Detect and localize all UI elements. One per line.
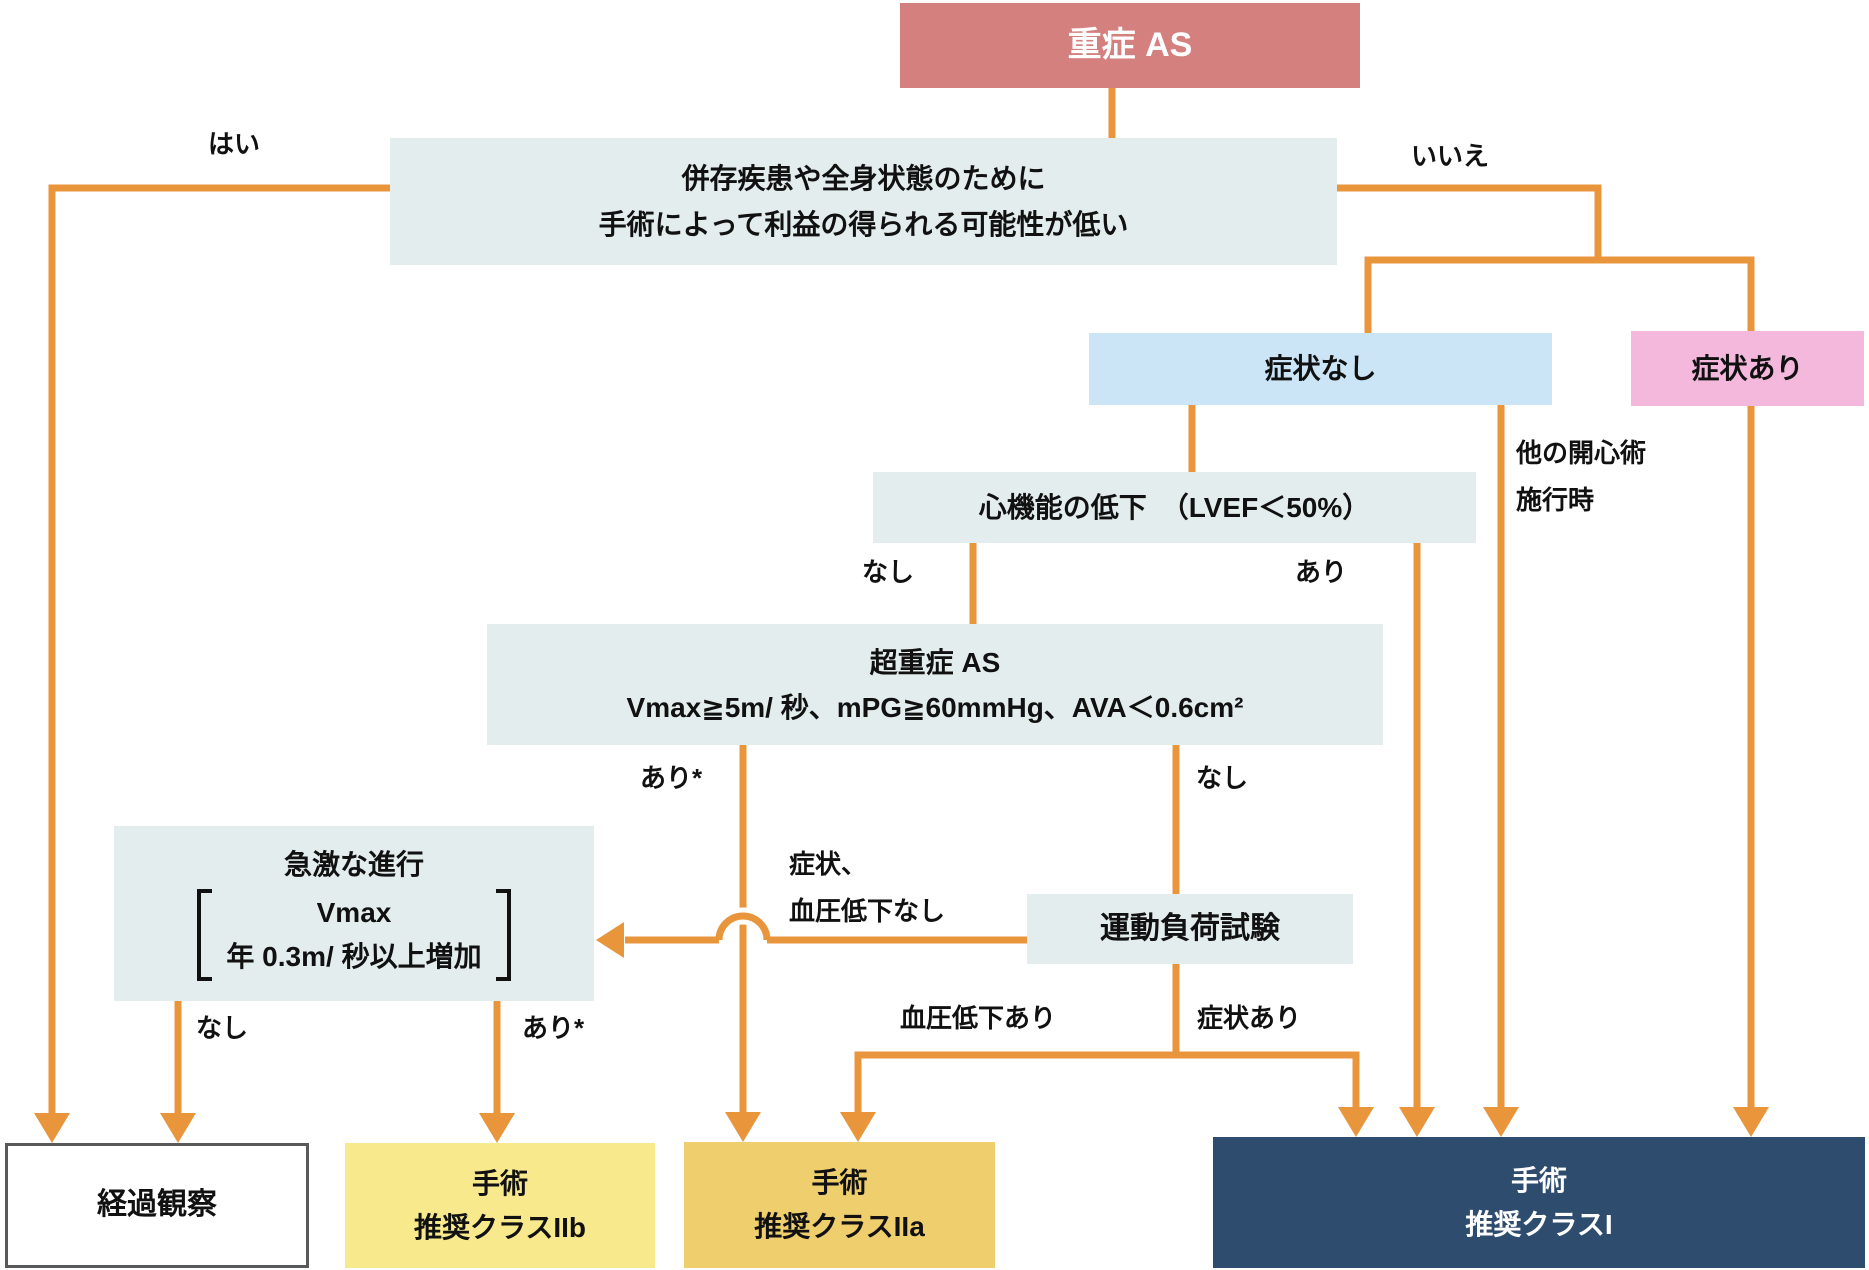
node-rapid-progression-bracket-line1: Vmax: [316, 897, 392, 929]
node-rapid-progression-title: 急激な進行: [283, 848, 424, 880]
node-class-iia-line1: 手術: [811, 1167, 868, 1198]
node-lv-dysfunction-label: 心機能の低下 （LVEF＜50%）: [978, 491, 1371, 523]
node-class-iia: 手術 推奨クラスIIa: [684, 1142, 995, 1268]
node-symptomatic-label: 症状あり: [1691, 352, 1804, 384]
edge-label-yes: はい: [207, 129, 261, 159]
arrowhead-classiia-left: [725, 1112, 761, 1142]
arrowhead-classiia-right: [840, 1112, 876, 1142]
edge-label-other-surgery-line1: 他の開心術: [1516, 438, 1647, 468]
node-class-iib-line2: 推奨クラスIIb: [413, 1211, 587, 1243]
arrowhead-classiib: [479, 1113, 515, 1143]
node-very-severe-as-line1: 超重症 AS: [869, 646, 1001, 678]
edge-label-exercise-negative: 症状、 血圧低下なし: [789, 841, 945, 935]
edge-yes-to-observation: [48, 184, 390, 1116]
node-rapid-progression-bracket-line2: 年 0.3m/ 秒以上増加: [226, 941, 482, 973]
node-comorbidity-line1: 併存疾患や全身状態のために: [681, 162, 1046, 194]
edge-label-exercise-negative-line1: 症状、: [789, 849, 868, 879]
node-lv-dysfunction: 心機能の低下 （LVEF＜50%）: [873, 472, 1476, 543]
edge-label-vsas-yes: あり*: [640, 763, 703, 793]
bracket-content: Vmax 年 0.3m/ 秒以上増加: [220, 889, 487, 981]
node-asymptomatic-label: 症状なし: [1264, 353, 1377, 385]
node-observation-label: 経過観察: [97, 1188, 217, 1222]
line-hop-arc: [715, 912, 771, 941]
arrowhead-observation-right: [160, 1113, 196, 1143]
edge-label-exercise-negative-line2: 血圧低下なし: [789, 896, 946, 926]
node-severe-as: 重症 AS: [900, 3, 1360, 88]
edge-label-rapid-no: なし: [196, 1013, 249, 1043]
node-observation: 経過観察: [5, 1143, 309, 1268]
node-symptomatic: 症状あり: [1631, 331, 1864, 406]
node-very-severe-as: 超重症 AS Vmax≧5m/ 秒、mPG≧60mmHg、AVA＜0.6cm²: [487, 624, 1383, 745]
node-very-severe-as-line2: Vmax≧5m/ 秒、mPG≧60mmHg、AVA＜0.6cm²: [626, 691, 1244, 723]
edge-label-vsas-no: なし: [1196, 763, 1249, 793]
edge-label-rapid-yes: あり*: [522, 1013, 585, 1043]
left-bracket: [197, 889, 213, 982]
node-class-iib-line1: 手術: [471, 1167, 528, 1199]
arrowhead-classi-1: [1338, 1107, 1374, 1137]
node-class-iib: 手術 推奨クラスIIb: [345, 1143, 655, 1268]
edge-exercise-split: [854, 964, 1360, 1114]
node-class-i-line1: 手術: [1510, 1164, 1567, 1196]
bracket-group: Vmax 年 0.3m/ 秒以上増加: [197, 889, 511, 982]
edge-label-other-surgery: 他の開心術 施行時: [1516, 430, 1646, 524]
arrowheads: [34, 922, 1769, 1143]
right-bracket: [495, 889, 511, 982]
node-asymptomatic: 症状なし: [1089, 333, 1552, 405]
node-comorbidity: 併存疾患や全身状態のために 手術によって利益の得られる可能性が低い: [390, 138, 1337, 265]
node-exercise-test-label: 運動負荷試験: [1100, 911, 1280, 945]
node-class-i-line2: 推奨クラスI: [1465, 1208, 1613, 1240]
arrowhead-classi-3: [1483, 1107, 1519, 1137]
node-class-iia-line2: 推奨クラスIIa: [754, 1211, 925, 1242]
edge-label-bp-drop: 血圧低下あり: [900, 1003, 1057, 1033]
edge-label-other-surgery-line2: 施行時: [1516, 485, 1595, 515]
arrowhead-rapid-progression: [596, 922, 624, 958]
edge-no-split: [1364, 256, 1755, 333]
edge-label-lv-yes: あり: [1295, 557, 1348, 587]
edge-no-branch: [1337, 184, 1602, 260]
edge-label-no: いいえ: [1410, 141, 1490, 171]
edge-label-lv-no: なし: [862, 557, 915, 587]
arrowhead-classi-2: [1399, 1107, 1435, 1137]
arrowhead-observation-left: [34, 1113, 70, 1143]
node-severe-as-label: 重症 AS: [1067, 25, 1193, 64]
edge-label-symptoms-on-test: 症状あり: [1197, 1003, 1302, 1033]
node-class-i: 手術 推奨クラスI: [1213, 1137, 1865, 1268]
node-comorbidity-line2: 手術によって利益の得られる可能性が低い: [598, 208, 1129, 240]
arrowhead-classi-4: [1733, 1107, 1769, 1137]
node-exercise-test: 運動負荷試験: [1027, 894, 1353, 964]
node-rapid-progression: 急激な進行 Vmax 年 0.3m/ 秒以上増加: [114, 826, 594, 1001]
